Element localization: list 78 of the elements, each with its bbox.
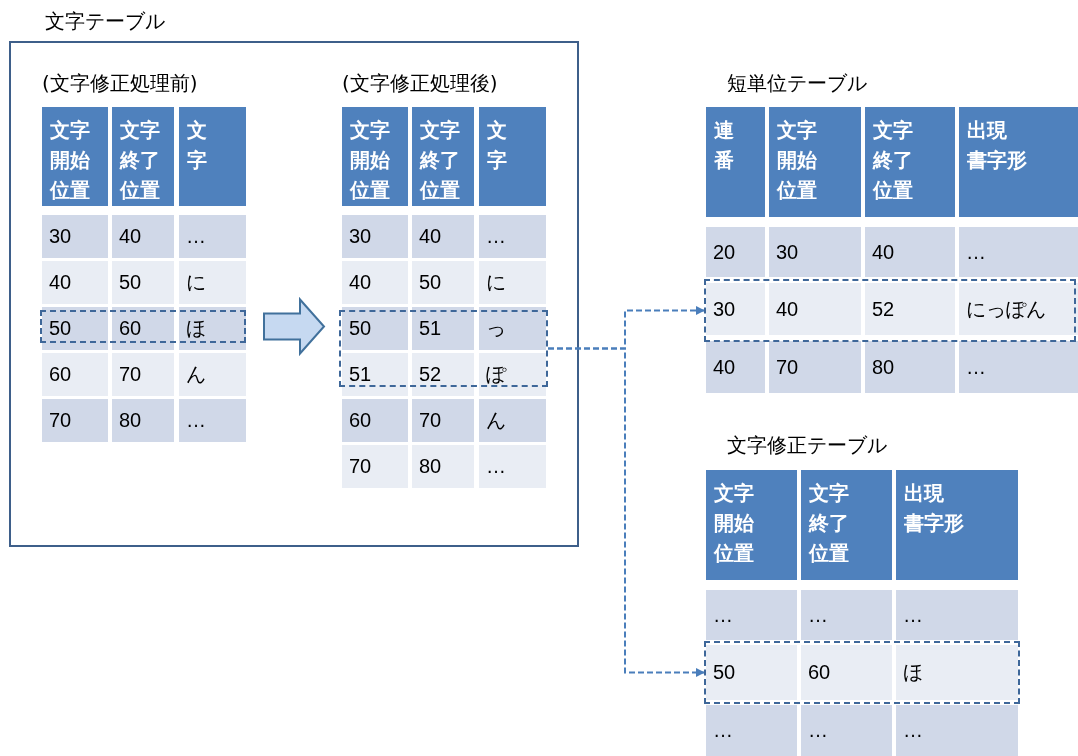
table-cell: 70	[769, 341, 861, 393]
table-cell: 30	[42, 215, 108, 258]
table-cell: 60	[42, 353, 108, 396]
table-cell: 40	[342, 261, 408, 304]
table-cell: …	[706, 705, 797, 756]
table-cell: に	[479, 261, 546, 304]
table-cell: 50	[342, 307, 408, 350]
header-cell: 連番	[706, 107, 765, 217]
table-cell: 60	[112, 307, 174, 350]
table-cell: …	[959, 227, 1078, 277]
table-cell: 40	[412, 215, 474, 258]
header-cell: 出現書字形	[959, 107, 1078, 217]
table-cell: …	[179, 399, 246, 442]
block-arrow	[263, 296, 326, 357]
table-cell: ほ	[179, 307, 246, 350]
table-title: (文字修正処理後)	[342, 70, 498, 96]
table-cell: にっぽん	[959, 283, 1078, 335]
table-cell: …	[706, 590, 797, 640]
table-cell: …	[896, 705, 1018, 756]
table-cell: 52	[412, 353, 474, 396]
table-cell: …	[479, 445, 546, 488]
table-cell: 60	[801, 645, 892, 700]
header-cell: 文字終了位置	[865, 107, 955, 217]
header-cell: 文字開始位置	[706, 470, 797, 580]
header-cell: 文字終了位置	[801, 470, 892, 580]
table-cell: 40	[706, 341, 765, 393]
table-cell: 30	[342, 215, 408, 258]
table-cell: 40	[42, 261, 108, 304]
table-cell: 50	[112, 261, 174, 304]
header-cell: 文字開始位置	[342, 107, 408, 206]
table-cell: 80	[412, 445, 474, 488]
table-title: 文字修正テーブル	[727, 432, 887, 458]
header-cell: 文字開始位置	[769, 107, 861, 217]
table-cell: …	[896, 590, 1018, 640]
table-cell: ぽ	[479, 353, 546, 396]
header-cell: 文字終了位置	[112, 107, 174, 206]
table-cell: 30	[706, 283, 765, 335]
table-cell: …	[801, 590, 892, 640]
table-cell: 70	[412, 399, 474, 442]
header-cell: 文字開始位置	[42, 107, 108, 206]
table-cell: …	[479, 215, 546, 258]
highlight-box	[40, 310, 246, 343]
table-title: (文字修正処理前)	[42, 70, 198, 96]
table-cell: 70	[342, 445, 408, 488]
header-cell: 文字	[179, 107, 246, 206]
table-cell: 51	[412, 307, 474, 350]
header-cell: 文字終了位置	[412, 107, 474, 206]
table-cell: に	[179, 261, 246, 304]
table-cell: 50	[42, 307, 108, 350]
highlight-box	[704, 641, 1020, 704]
table-cell: 52	[865, 283, 955, 335]
table-cell: …	[959, 341, 1078, 393]
table-cell: 70	[112, 353, 174, 396]
table-cell: 51	[342, 353, 408, 396]
table-cell: 30	[769, 227, 861, 277]
table-title: 短単位テーブル	[727, 70, 867, 96]
table-cell: ん	[179, 353, 246, 396]
table-cell: 40	[769, 283, 861, 335]
highlight-box	[339, 310, 548, 387]
table-cell: 60	[342, 399, 408, 442]
table-title: 文字テーブル	[45, 8, 165, 34]
table-cell: 40	[865, 227, 955, 277]
table-cell: …	[801, 705, 892, 756]
dashed-arrow	[547, 347, 705, 677]
header-cell: 出現書字形	[896, 470, 1018, 580]
table-cell: 70	[42, 399, 108, 442]
table-cell: っ	[479, 307, 546, 350]
table-cell: ん	[479, 399, 546, 442]
table-cell: 80	[865, 341, 955, 393]
table-cell: …	[179, 215, 246, 258]
table-cell: 40	[112, 215, 174, 258]
table-cell: 20	[706, 227, 765, 277]
table-cell: 50	[412, 261, 474, 304]
table-cell: 50	[706, 645, 797, 700]
header-cell: 文字	[479, 107, 546, 206]
table-cell: ほ	[896, 645, 1018, 700]
table-cell: 80	[112, 399, 174, 442]
highlight-box	[704, 279, 1076, 342]
